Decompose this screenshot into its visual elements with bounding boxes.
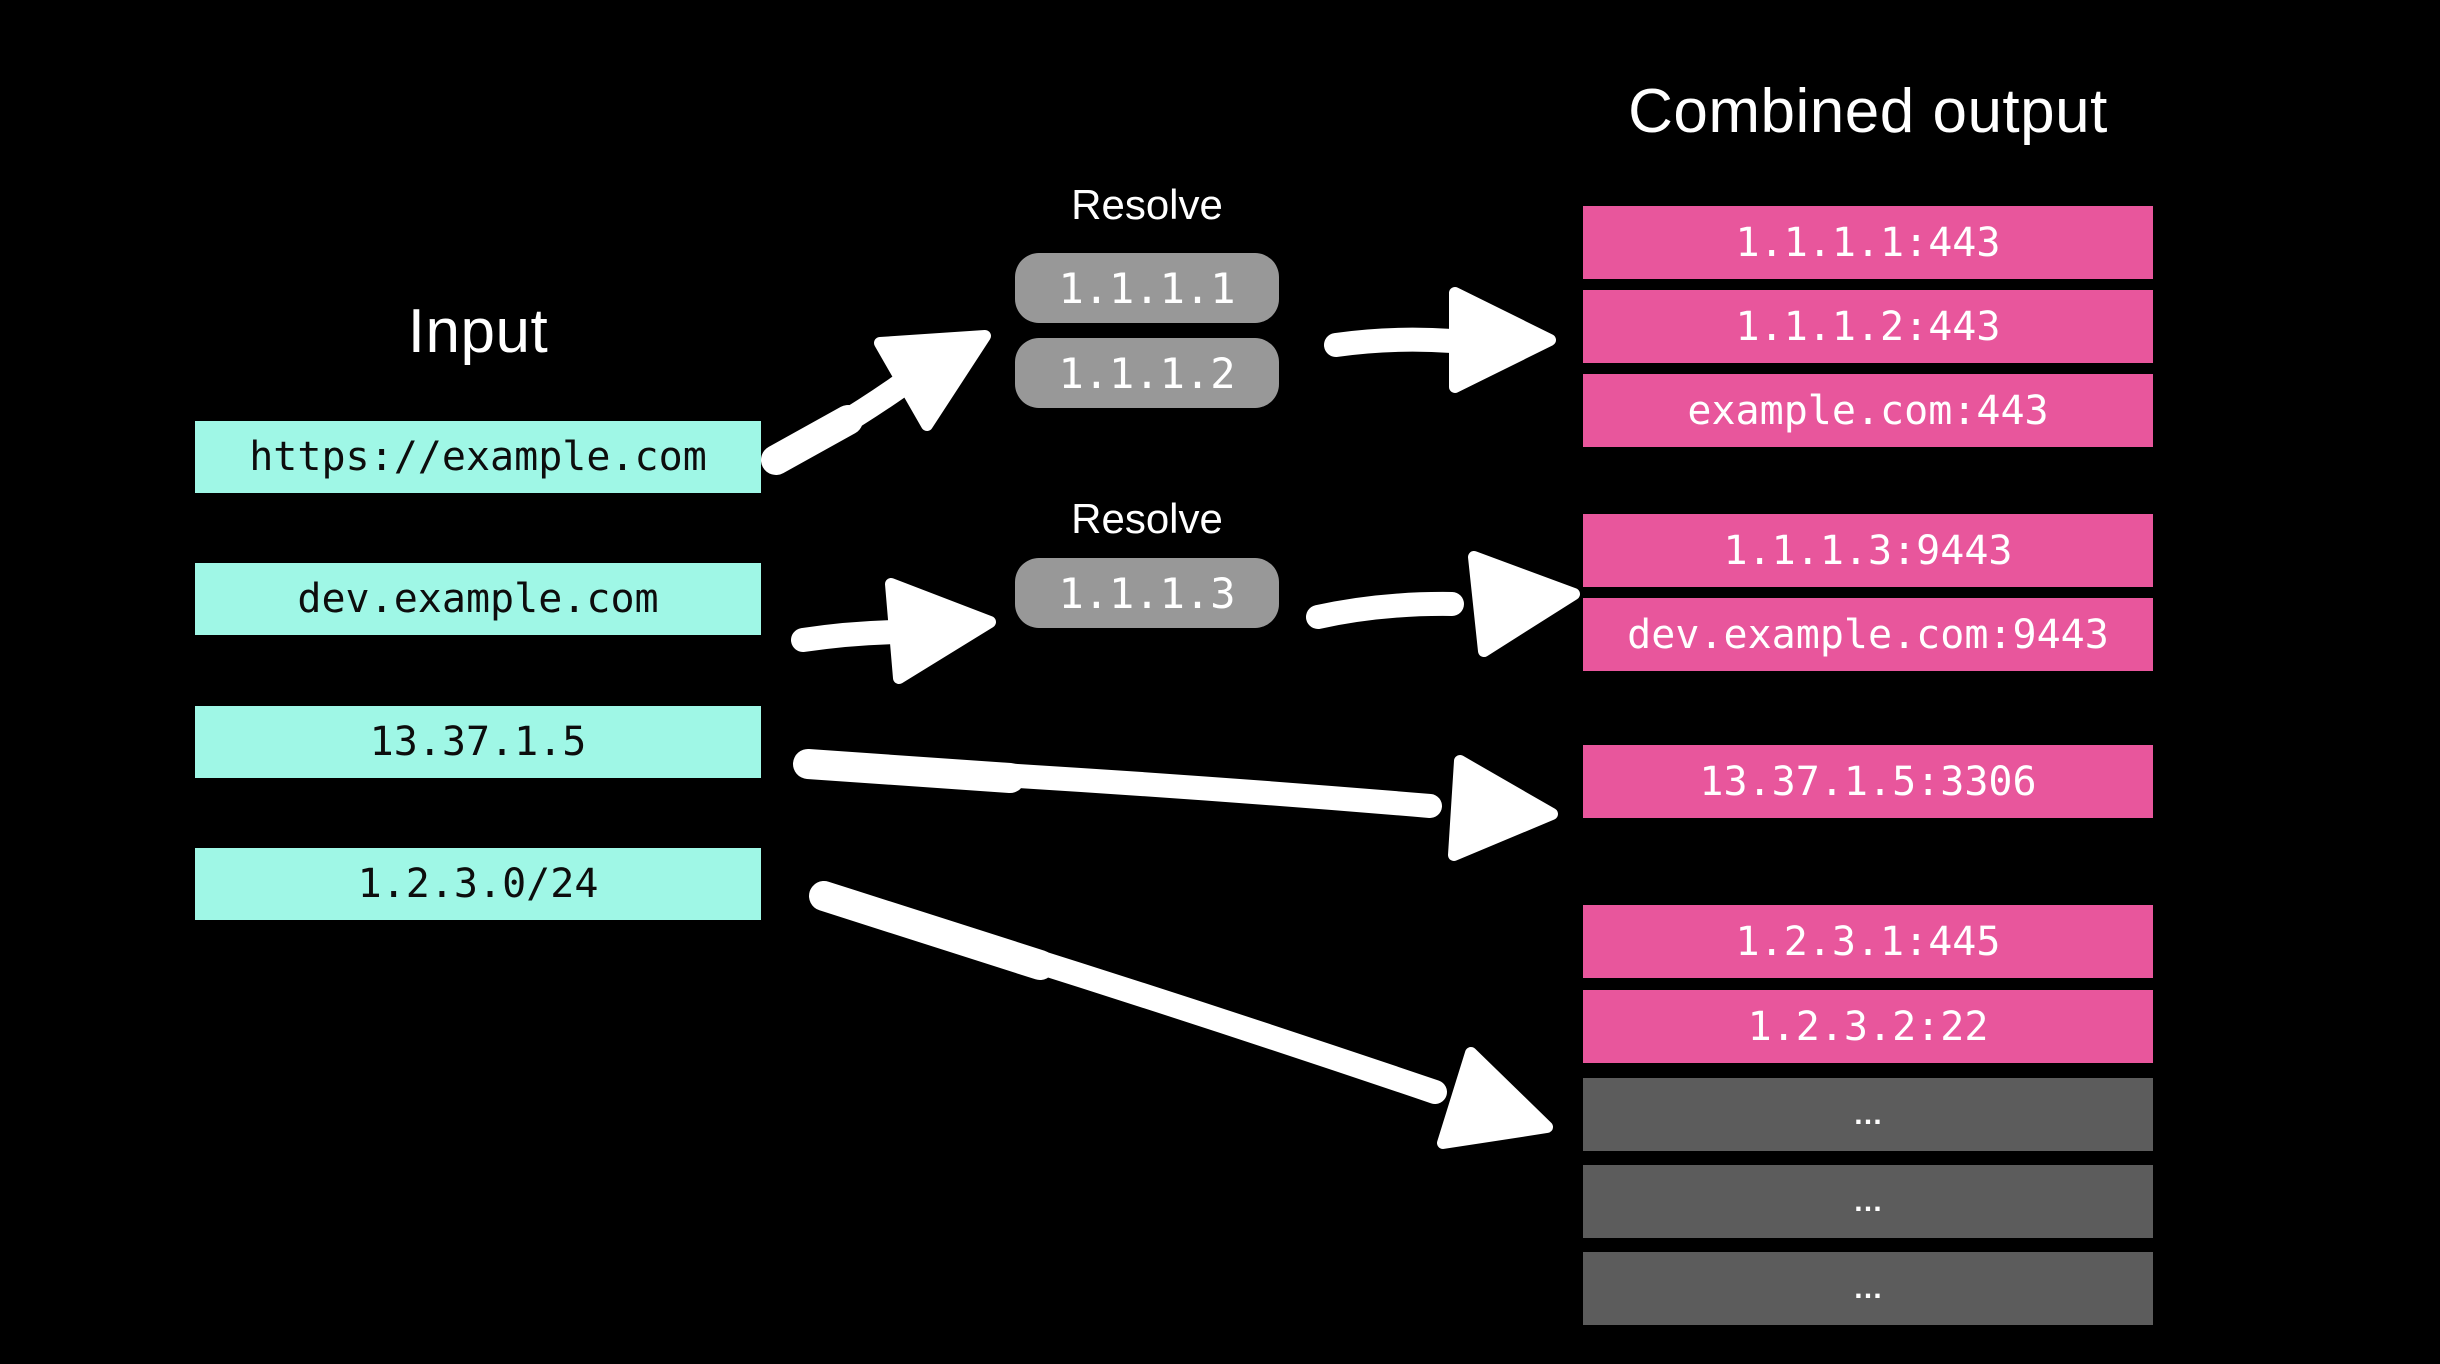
- resolve-box-1: 1.1.1.1: [1015, 253, 1279, 323]
- output-box-7: 1.2.3.1:445: [1583, 905, 2153, 978]
- output-ellipsis-box-2: …: [1583, 1165, 2153, 1238]
- input-box-dev-domain: dev.example.com: [195, 563, 761, 635]
- resolve-box-3: 1.1.1.3: [1015, 558, 1279, 628]
- arrow-resolve-to-output2-icon: [1306, 551, 1580, 657]
- input-title: Input: [407, 297, 549, 366]
- input-box-ip: 13.37.1.5: [195, 706, 761, 778]
- output-box-5: dev.example.com:9443: [1583, 598, 2153, 671]
- input-box-cidr: 1.2.3.0/24: [195, 848, 761, 920]
- input-box-url: https://example.com: [195, 421, 761, 493]
- arrow-cidr-to-output4-icon: [809, 881, 1553, 1149]
- output-box-1: 1.1.1.1:443: [1583, 206, 2153, 279]
- output-box-6: 13.37.1.5:3306: [1583, 745, 2153, 818]
- output-box-3: example.com:443: [1583, 374, 2153, 447]
- resolve-box-2: 1.1.1.2: [1015, 338, 1279, 408]
- arrow-resolve-to-output1-icon: [1324, 287, 1556, 393]
- resolve-label-1: Resolve: [1071, 181, 1223, 228]
- output-ellipsis-box-3: …: [1583, 1252, 2153, 1325]
- arrow-dev-to-resolve-icon: [791, 578, 996, 684]
- output-box-2: 1.1.1.2:443: [1583, 290, 2153, 363]
- output-ellipsis-box-1: …: [1583, 1078, 2153, 1151]
- resolve-label-2: Resolve: [1071, 495, 1223, 542]
- output-box-8: 1.2.3.2:22: [1583, 990, 2153, 1063]
- arrow-ip-to-output3-icon: [793, 749, 1558, 861]
- arrow-url-to-resolve-icon: [761, 330, 991, 475]
- combined-output-title: Combined output: [1628, 77, 2108, 146]
- output-box-4: 1.1.1.3:9443: [1583, 514, 2153, 587]
